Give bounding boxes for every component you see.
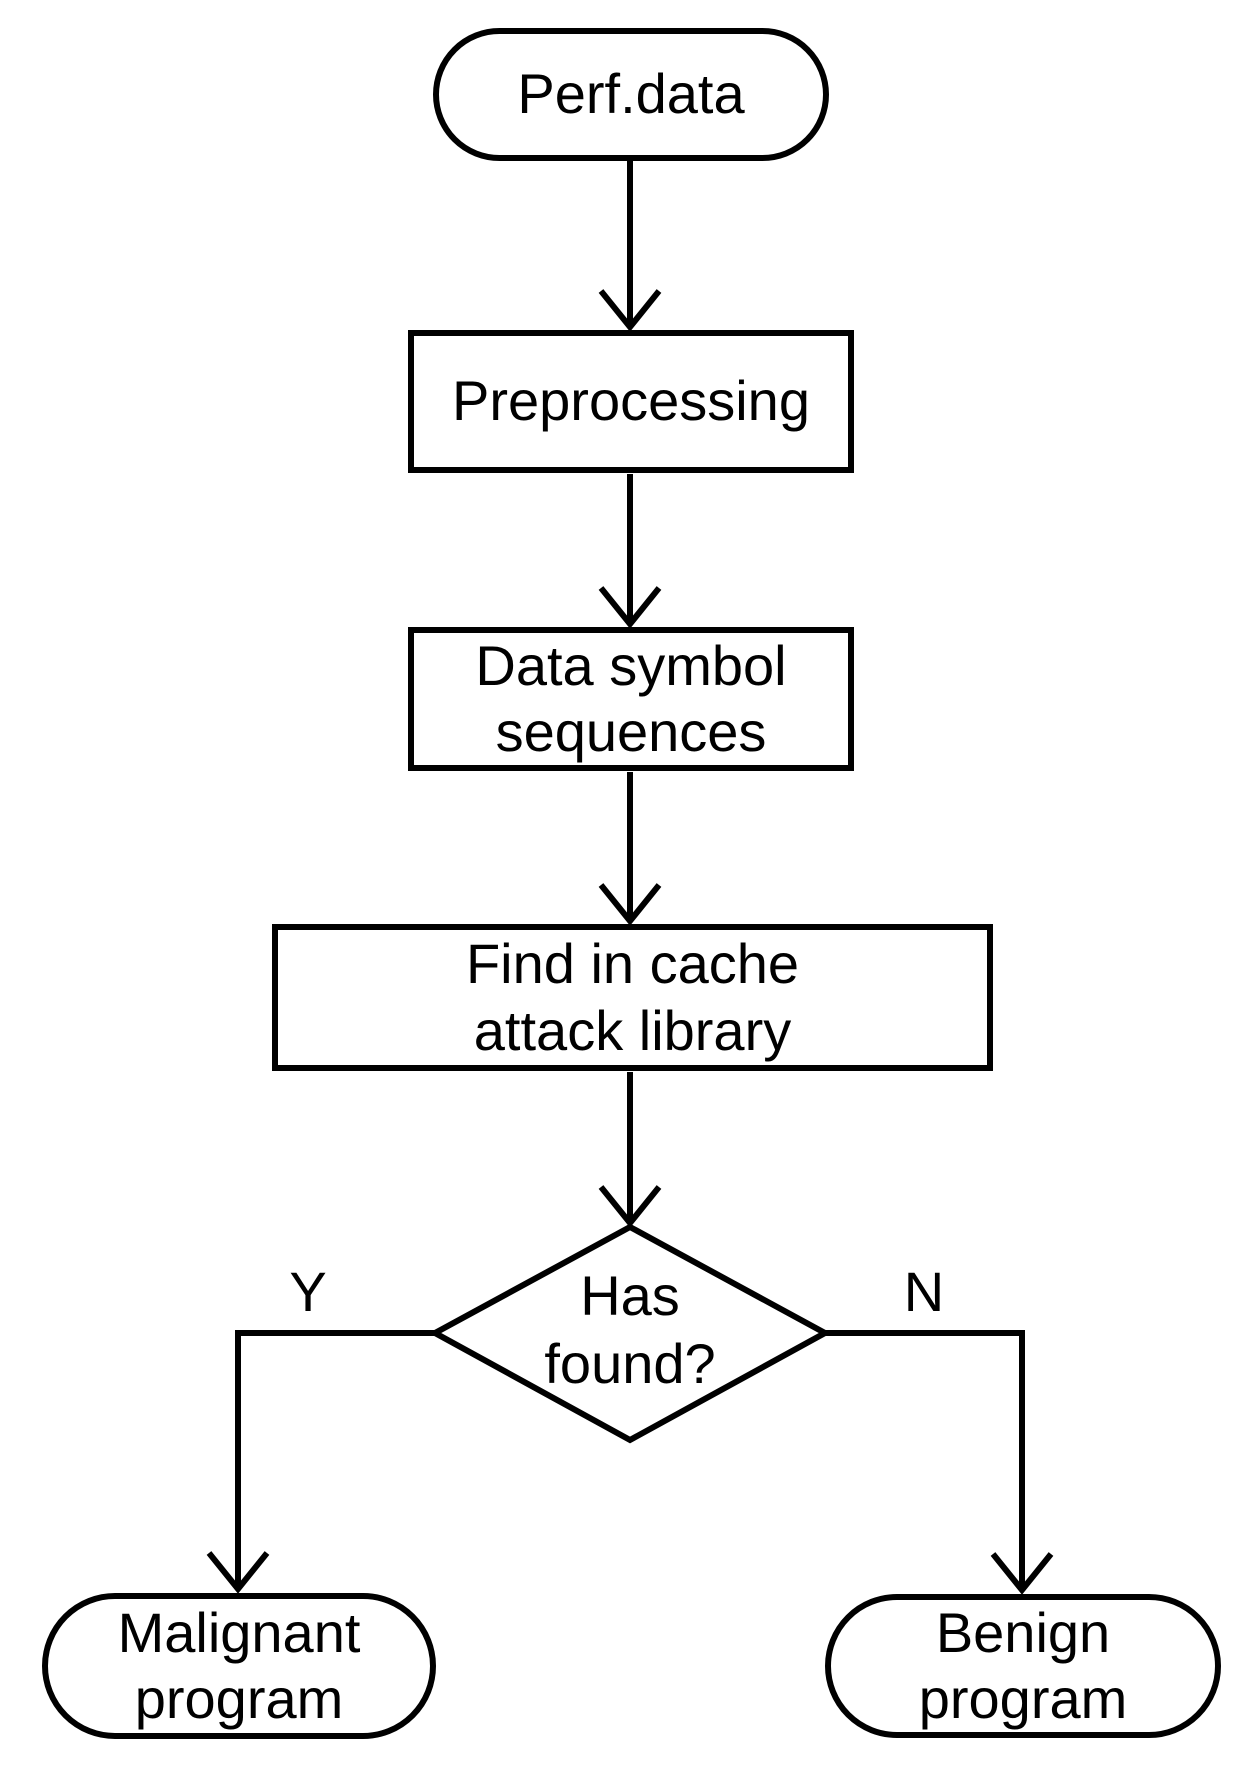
branch-label-yes: Y [289, 1260, 327, 1323]
decision-label-line1: Has [580, 1263, 680, 1327]
branch-label-no: N [903, 1260, 945, 1323]
node-data-symbol-line2: sequences [495, 700, 767, 763]
node-benign-line1: Benign [935, 1600, 1111, 1664]
arrowhead-into-benign-icon [990, 1552, 1054, 1595]
node-data-symbol-line1: Data symbol [475, 633, 787, 697]
decision-label-line2: found? [544, 1332, 716, 1395]
node-data-symbol-sequences: Data symbol sequences [408, 627, 854, 771]
decision-diamond-shape [428, 1223, 832, 1444]
arrowhead-into-decision-icon [598, 1185, 662, 1228]
arrowhead-into-datasymbol-icon [598, 586, 662, 629]
node-perf-data: Perf.data [433, 28, 829, 161]
arrowhead-into-malignant-icon [206, 1551, 270, 1594]
node-preprocessing: Preprocessing [408, 330, 854, 473]
node-benign-program: Benign program [825, 1594, 1221, 1738]
node-perf-data-label: Perf.data [517, 62, 745, 126]
node-malignant-line1: Malignant [117, 1600, 361, 1664]
node-benign-line2: program [918, 1667, 1128, 1730]
edge-decision-yes-to-malignant [235, 1330, 435, 1589]
node-find-cache-line1: Find in cache [465, 932, 800, 996]
node-has-found-decision-label: Has found? [455, 1247, 805, 1413]
arrowhead-into-preprocessing-icon [598, 289, 662, 332]
edge-decision-no-to-benign [825, 1330, 1025, 1590]
node-find-in-cache-attack-library: Find in cache attack library [272, 924, 993, 1071]
arrowhead-into-findcache-icon [598, 883, 662, 926]
node-find-cache-line2: attack library [473, 998, 792, 1062]
node-malignant-line2: program [134, 1667, 344, 1730]
node-preprocessing-label: Preprocessing [452, 369, 810, 433]
node-malignant-program: Malignant program [42, 1593, 436, 1739]
